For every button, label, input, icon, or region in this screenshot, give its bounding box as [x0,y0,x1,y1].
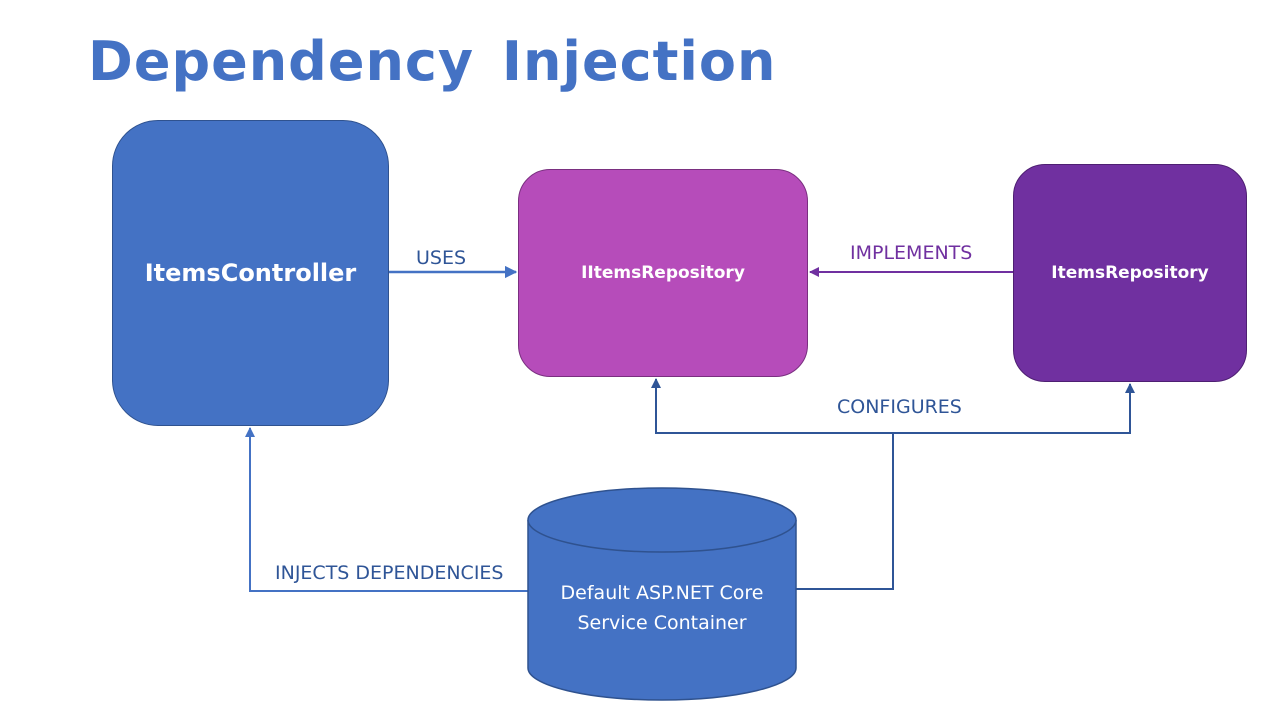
service-container-line-1: Default ASP.NET Core [560,582,764,604]
iitems-repository-label: IItemsRepository [581,263,745,283]
service-container-cylinder [527,487,797,701]
injects-dependencies-label: INJECTS DEPENDENCIES [275,562,504,584]
service-container-line-2: Service Container [577,612,747,634]
injects-connector [245,427,528,592]
configures-connector-branch [651,378,893,434]
items-controller-box: ItemsController [112,120,389,426]
service-container-label: Default ASP.NET Core Service Container [528,578,796,638]
configures-label: CONFIGURES [837,396,962,418]
items-repository-label: ItemsRepository [1051,263,1209,283]
uses-label: USES [416,247,467,269]
items-repository-box: ItemsRepository [1013,164,1247,382]
implements-label: IMPLEMENTS [850,242,973,264]
items-controller-label: ItemsController [144,259,357,287]
iitems-repository-box: IItemsRepository [518,169,808,377]
page-title: Dependency Injection [88,30,777,93]
